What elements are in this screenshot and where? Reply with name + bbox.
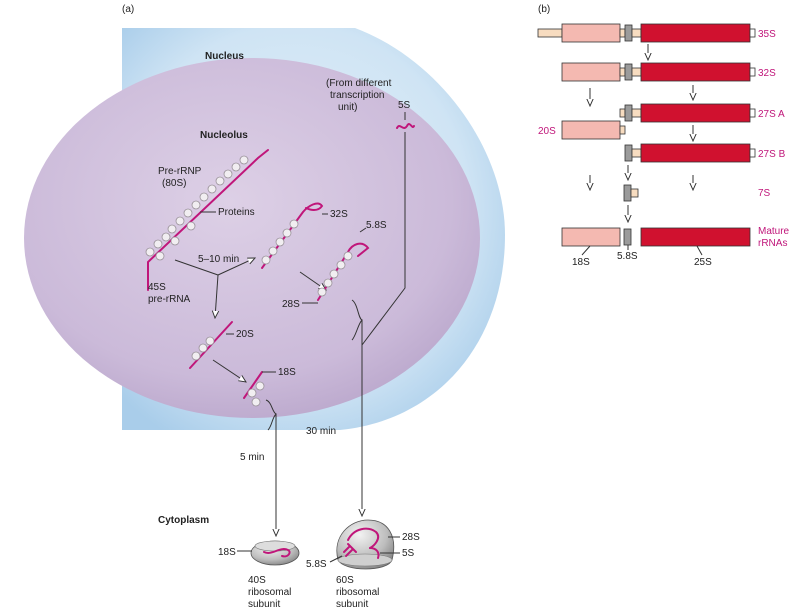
nucleolus-region: [24, 58, 480, 418]
rrna-18s-beads: [247, 381, 265, 407]
time-5-10-min: 5–10 min: [198, 254, 239, 265]
pre-rrna-45s-strand: [147, 149, 269, 291]
row-mature: [561, 227, 751, 247]
subunit-60s-line3: subunit: [336, 599, 368, 610]
label-5s-source: 5S: [398, 100, 411, 111]
from-different-line3: unit): [338, 102, 357, 113]
rrna-28s-beads: [317, 251, 353, 297]
label-25s-b: 25S: [694, 257, 712, 268]
time-5-min: 5 min: [240, 452, 264, 463]
pointer-58s: [359, 227, 367, 233]
pre-rrna-label-2: pre-rRNA: [148, 294, 191, 305]
label-28s: 28S: [282, 299, 300, 310]
rrna-32s-strand: [261, 202, 324, 269]
nucleolus-title: Nucleolus: [200, 130, 248, 141]
label-7s: 7S: [758, 188, 771, 199]
label-35s: 35S: [758, 29, 776, 40]
row-32s: [561, 62, 756, 82]
label-18s-b: 18S: [572, 257, 590, 268]
pathway-40s: [265, 399, 276, 536]
arrow-32s-to-28s: [299, 271, 326, 290]
row-7s: [623, 184, 639, 202]
label-27sa: 27S A: [758, 109, 785, 120]
cytoplasm-title: Cytoplasm: [158, 515, 209, 526]
subunit-40s-line2: ribosomal: [248, 587, 291, 598]
label-27sb: 27S B: [758, 149, 786, 160]
proteins-label: Proteins: [218, 207, 255, 218]
label-58s-b: 5.8S: [617, 251, 638, 262]
from-different-line1: (From different: [326, 78, 392, 89]
rrna-18s-strand: [243, 371, 263, 399]
pathway-60s: [351, 132, 406, 516]
subunit-40s-line1: 40S: [248, 575, 266, 586]
row-20s: [561, 120, 626, 140]
ribosome-40s: [250, 540, 300, 566]
from-different-line2: transcription: [330, 90, 384, 101]
mature-label-1: Mature: [758, 226, 790, 237]
label-20s: 20S: [236, 329, 254, 340]
row-27sa: [619, 103, 756, 123]
pre-rrnp-label-1: Pre-rRNP: [158, 166, 202, 177]
time-30-min: 30 min: [306, 426, 336, 437]
ribosome-60s: [336, 519, 394, 570]
label-20s-b: 20S: [538, 126, 556, 137]
label-60s-58s: 5.8S: [306, 559, 327, 570]
subunit-40s-line3: subunit: [248, 599, 280, 610]
row-35s: [537, 23, 756, 43]
label-40s-18s: 18S: [218, 547, 236, 558]
pointer-18s-b: [581, 245, 591, 256]
rrna-5s-strand: [396, 123, 415, 129]
pre-rrnp-beads: [145, 155, 249, 261]
row-27sb: [624, 143, 756, 163]
label-60s-28s: 28S: [402, 532, 420, 543]
label-58s: 5.8S: [366, 220, 387, 231]
split-arrows: [174, 258, 255, 318]
pre-rrna-label-1: 45S: [148, 282, 166, 293]
label-18s: 18S: [278, 367, 296, 378]
pre-rrnp-label-2: (80S): [162, 178, 186, 189]
subunit-60s-line1: 60S: [336, 575, 354, 586]
mature-label-2: rRNAs: [758, 238, 787, 249]
arrow-20s-to-18s: [212, 359, 246, 382]
pointer-60s-58s: [329, 555, 343, 563]
panel-a-label: (a): [122, 4, 134, 15]
nucleus-title: Nucleus: [205, 51, 244, 62]
label-60s-5s: 5S: [402, 548, 415, 559]
panel-b-label: (b): [538, 4, 550, 15]
label-32s-b: 32S: [758, 68, 776, 79]
rrna-32s-beads: [261, 219, 299, 265]
rrna-20s-beads: [191, 336, 215, 361]
pointer-25s-b: [696, 245, 703, 256]
label-32s: 32S: [330, 209, 348, 220]
subunit-60s-line2: ribosomal: [336, 587, 379, 598]
